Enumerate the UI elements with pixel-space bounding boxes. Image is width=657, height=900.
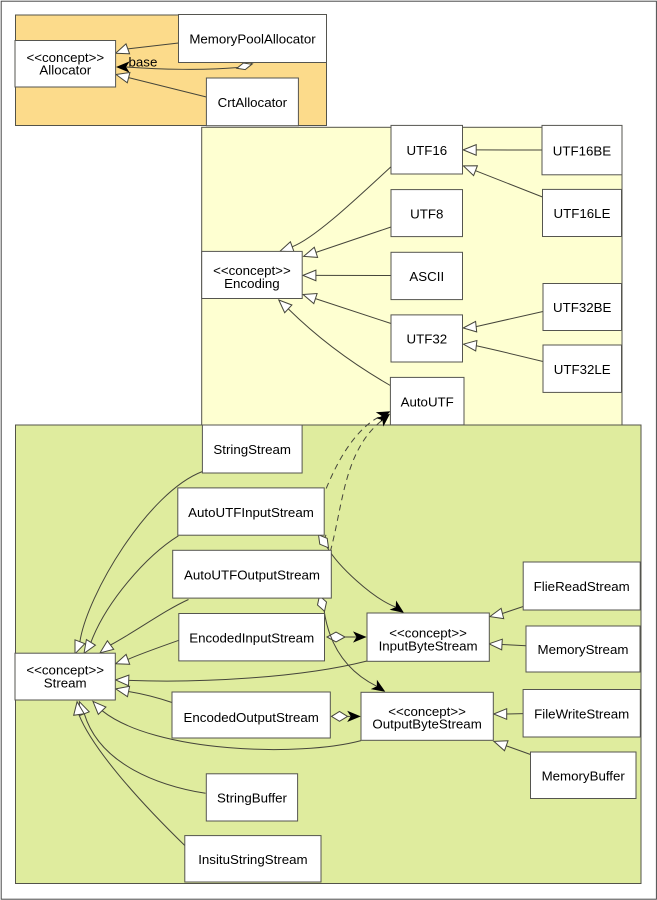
svg-text:StringStream: StringStream — [213, 442, 291, 457]
svg-text:Stream: Stream — [44, 676, 87, 691]
svg-text:EncodedOutputStream: EncodedOutputStream — [184, 710, 319, 725]
svg-text:ASCII: ASCII — [409, 269, 444, 284]
svg-text:UTF16LE: UTF16LE — [554, 206, 611, 221]
svg-text:StringBuffer: StringBuffer — [217, 791, 288, 806]
svg-text:UTF32LE: UTF32LE — [554, 362, 611, 377]
svg-text:UTF32: UTF32 — [406, 332, 447, 347]
svg-text:<<concept>>: <<concept>> — [26, 663, 104, 678]
svg-text:Allocator: Allocator — [39, 63, 91, 78]
svg-text:InputByteStream: InputByteStream — [379, 638, 478, 653]
svg-text:<<concept>>: <<concept>> — [26, 50, 104, 65]
svg-text:FlieReadStream: FlieReadStream — [534, 579, 630, 594]
svg-text:InsituStringStream: InsituStringStream — [198, 852, 307, 867]
svg-text:OutputByteStream: OutputByteStream — [372, 716, 481, 731]
svg-text:MemoryStream: MemoryStream — [538, 642, 629, 657]
svg-text:UTF16: UTF16 — [406, 143, 447, 158]
svg-text:Encoding: Encoding — [224, 276, 279, 291]
svg-text:UTF32BE: UTF32BE — [553, 300, 612, 315]
svg-text:AutoUTF: AutoUTF — [401, 394, 454, 409]
svg-text:MemoryPoolAllocator: MemoryPoolAllocator — [189, 32, 316, 47]
svg-text:MemoryBuffer: MemoryBuffer — [542, 769, 626, 784]
svg-text:UTF8: UTF8 — [410, 206, 443, 221]
svg-text:EncodedInputStream: EncodedInputStream — [189, 630, 314, 645]
svg-text:UTF16BE: UTF16BE — [553, 143, 612, 158]
svg-text:FileWriteStream: FileWriteStream — [534, 707, 629, 722]
svg-text:<<concept>>: <<concept>> — [389, 626, 467, 641]
svg-text:base: base — [129, 54, 158, 69]
svg-text:<<concept>>: <<concept>> — [213, 263, 291, 278]
svg-text:<<concept>>: <<concept>> — [388, 704, 466, 719]
svg-text:CrtAllocator: CrtAllocator — [218, 95, 288, 110]
svg-text:AutoUTFOutputStream: AutoUTFOutputStream — [184, 567, 320, 582]
svg-text:AutoUTFInputStream: AutoUTFInputStream — [188, 505, 314, 520]
